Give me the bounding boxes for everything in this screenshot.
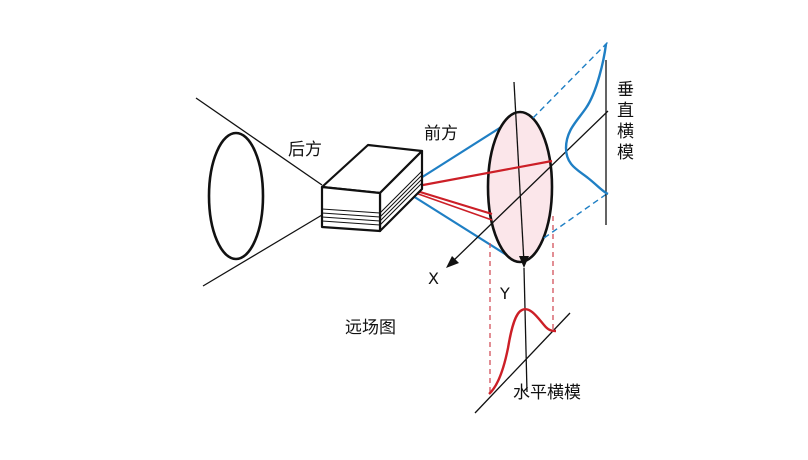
vertical-mode-char-2: 直 bbox=[617, 101, 634, 121]
rear-far-field-ellipse bbox=[207, 131, 265, 261]
axes bbox=[446, 81, 609, 393]
y-axis-label: Y bbox=[499, 284, 510, 303]
vertical-mode-char-1: 垂 bbox=[617, 80, 634, 100]
rear-label: 后方 bbox=[288, 140, 322, 160]
vertical-mode-char-3: 横 bbox=[617, 122, 634, 142]
vertical-mode-curve bbox=[564, 43, 609, 196]
y-axis-line bbox=[513, 81, 525, 264]
x-axis-line bbox=[451, 110, 609, 263]
x-axis-label: X bbox=[428, 269, 439, 288]
rear-cone-lower-line bbox=[202, 214, 323, 287]
vertical-proj-dash-upper bbox=[532, 41, 609, 119]
labels: 后方 前方 远场图 X Y 水平横模 垂 直 横 模 bbox=[288, 80, 634, 403]
beam-lower-edge bbox=[404, 190, 514, 260]
red-beam-upper bbox=[406, 159, 553, 190]
horizontal-mode-curve bbox=[488, 308, 557, 395]
chip-layers bbox=[321, 170, 423, 226]
vertical-proj-dash-lower bbox=[543, 192, 609, 239]
vertical-mode-profile bbox=[532, 41, 609, 239]
laser-chip bbox=[320, 143, 424, 233]
red-beam-lower bbox=[406, 186, 493, 216]
horizontal-mode-label: 水平横模 bbox=[513, 383, 581, 403]
y-axis-arrowhead bbox=[519, 256, 529, 268]
rear-beam-cone bbox=[195, 97, 323, 287]
horizontal-mode-profile bbox=[474, 216, 571, 414]
vertical-mode-char-4: 模 bbox=[617, 143, 634, 163]
red-beam-lower-2 bbox=[406, 189, 493, 221]
horizontal-profile-baseline bbox=[474, 312, 571, 414]
rear-cone-upper-line bbox=[195, 97, 323, 186]
front-label: 前方 bbox=[424, 124, 458, 144]
x-axis-arrowhead bbox=[446, 256, 459, 268]
y-axis-lower-line bbox=[523, 267, 528, 393]
red-beam-lines bbox=[406, 159, 553, 221]
far-field-label: 远场图 bbox=[345, 318, 396, 338]
